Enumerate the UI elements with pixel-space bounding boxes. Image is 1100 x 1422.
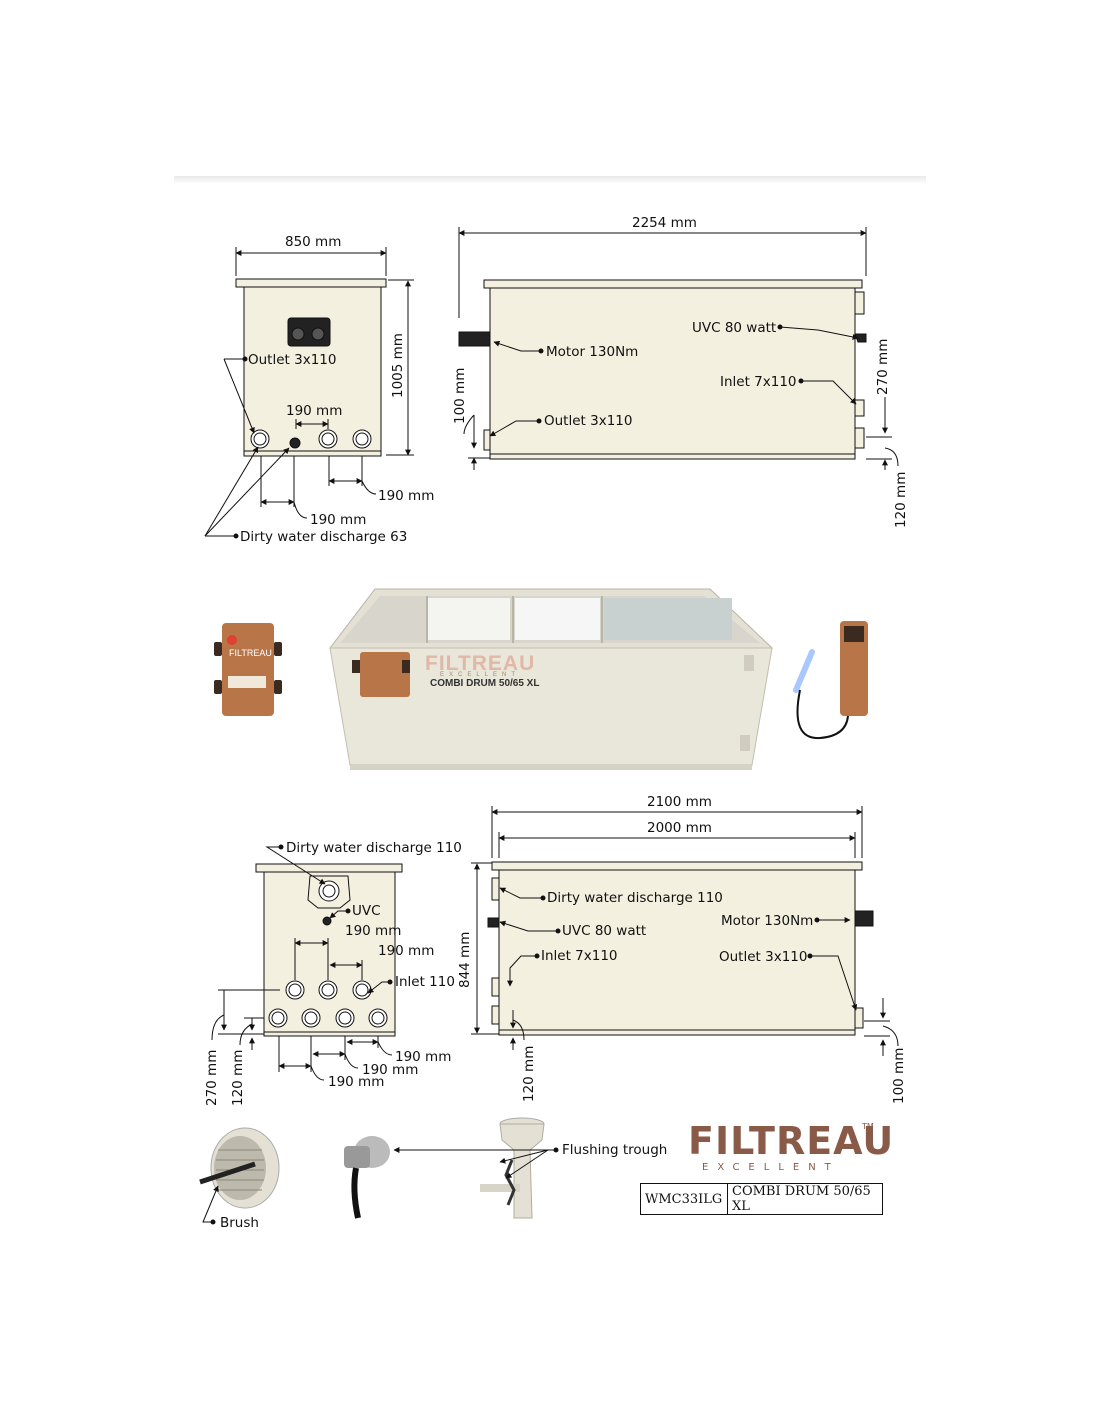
top-front-height: 1005 mm [390,333,406,398]
bottom-front-spacing-b: 190 mm [378,943,435,959]
product-code: WMC33ILG [640,1183,728,1215]
bottom-side-outlet-label: Outlet 3x110 [719,949,808,965]
top-side-120: 120 mm [893,471,909,528]
top-side-uvc-label: UVC 80 watt [692,320,777,336]
top-side-view [458,227,899,470]
top-side-100: 100 mm [452,367,468,424]
bottom-front-spacing-d: 190 mm [362,1062,419,1078]
product-brand-sub: EXCELLENT [440,672,521,678]
top-front-outlet-label: Outlet 3x110 [248,352,337,368]
product-render [214,588,868,770]
bottom-side-length-inner: 2000 mm [647,820,712,836]
valve-illustration [344,1136,390,1219]
accessory-leaders [202,1147,559,1225]
top-front-spacing-c: 190 mm [310,512,367,528]
bottom-side-height: 844 mm [457,931,473,988]
bottom-side-discharge-label: Dirty water discharge 110 [547,890,723,906]
brush-illustration [199,1127,280,1209]
flushing-trough-label: Flushing trough [562,1142,668,1158]
bottom-side-uvc-label: UVC 80 watt [562,923,647,939]
bottom-front-270: 270 mm [204,1049,220,1106]
bottom-front-spacing-e: 190 mm [328,1074,385,1090]
bottom-side-inlet-label: Inlet 7x110 [541,948,618,964]
top-side-270: 270 mm [875,338,891,395]
bottom-front-spacing-a: 190 mm [345,923,402,939]
flushing-trough-illustration [480,1117,545,1219]
top-front-discharge-label: Dirty water discharge 63 [240,529,408,545]
left-controller-brand: FILTREAU [229,648,272,658]
top-front-spacing-a: 190 mm [286,403,343,419]
bottom-side-length-outer: 2100 mm [647,794,712,810]
product-code-table: WMC33ILG COMBI DRUM 50/65 XL [640,1183,883,1215]
brand-logo: FILTREAU TM EXCELLENT [688,1120,893,1180]
bottom-front-spacing-c: 190 mm [395,1049,452,1065]
brand-tm: TM [862,1122,874,1131]
bottom-side-100: 100 mm [891,1047,907,1104]
top-side-motor-label: Motor 130Nm [546,344,639,360]
bottom-front-120: 120 mm [230,1049,246,1106]
product-model-name: COMBI DRUM 50/65 XL [727,1183,883,1215]
brand-name: FILTREAU [688,1119,895,1163]
bottom-front-inlet-label: Inlet 110 [395,974,455,990]
bottom-front-discharge-label: Dirty water discharge 110 [286,840,462,856]
top-front-view [204,247,414,539]
bottom-front-uvc-label: UVC [352,903,381,919]
product-model: COMBI DRUM 50/65 XL [430,678,540,689]
top-front-spacing-b: 190 mm [378,488,435,504]
top-front-width: 850 mm [285,234,342,250]
bottom-side-120: 120 mm [521,1045,537,1102]
top-side-length: 2254 mm [632,215,697,231]
top-divider [174,176,926,184]
product-brand: FILTREAU [425,652,536,675]
top-side-inlet-label: Inlet 7x110 [720,374,797,390]
top-side-outlet-label: Outlet 3x110 [544,413,633,429]
brush-label: Brush [220,1215,259,1231]
bottom-side-motor-label: Motor 130Nm [721,913,814,929]
bottom-front-view [211,844,403,1081]
bottom-side-view [471,806,899,1056]
brand-sub: EXCELLENT [702,1162,840,1173]
